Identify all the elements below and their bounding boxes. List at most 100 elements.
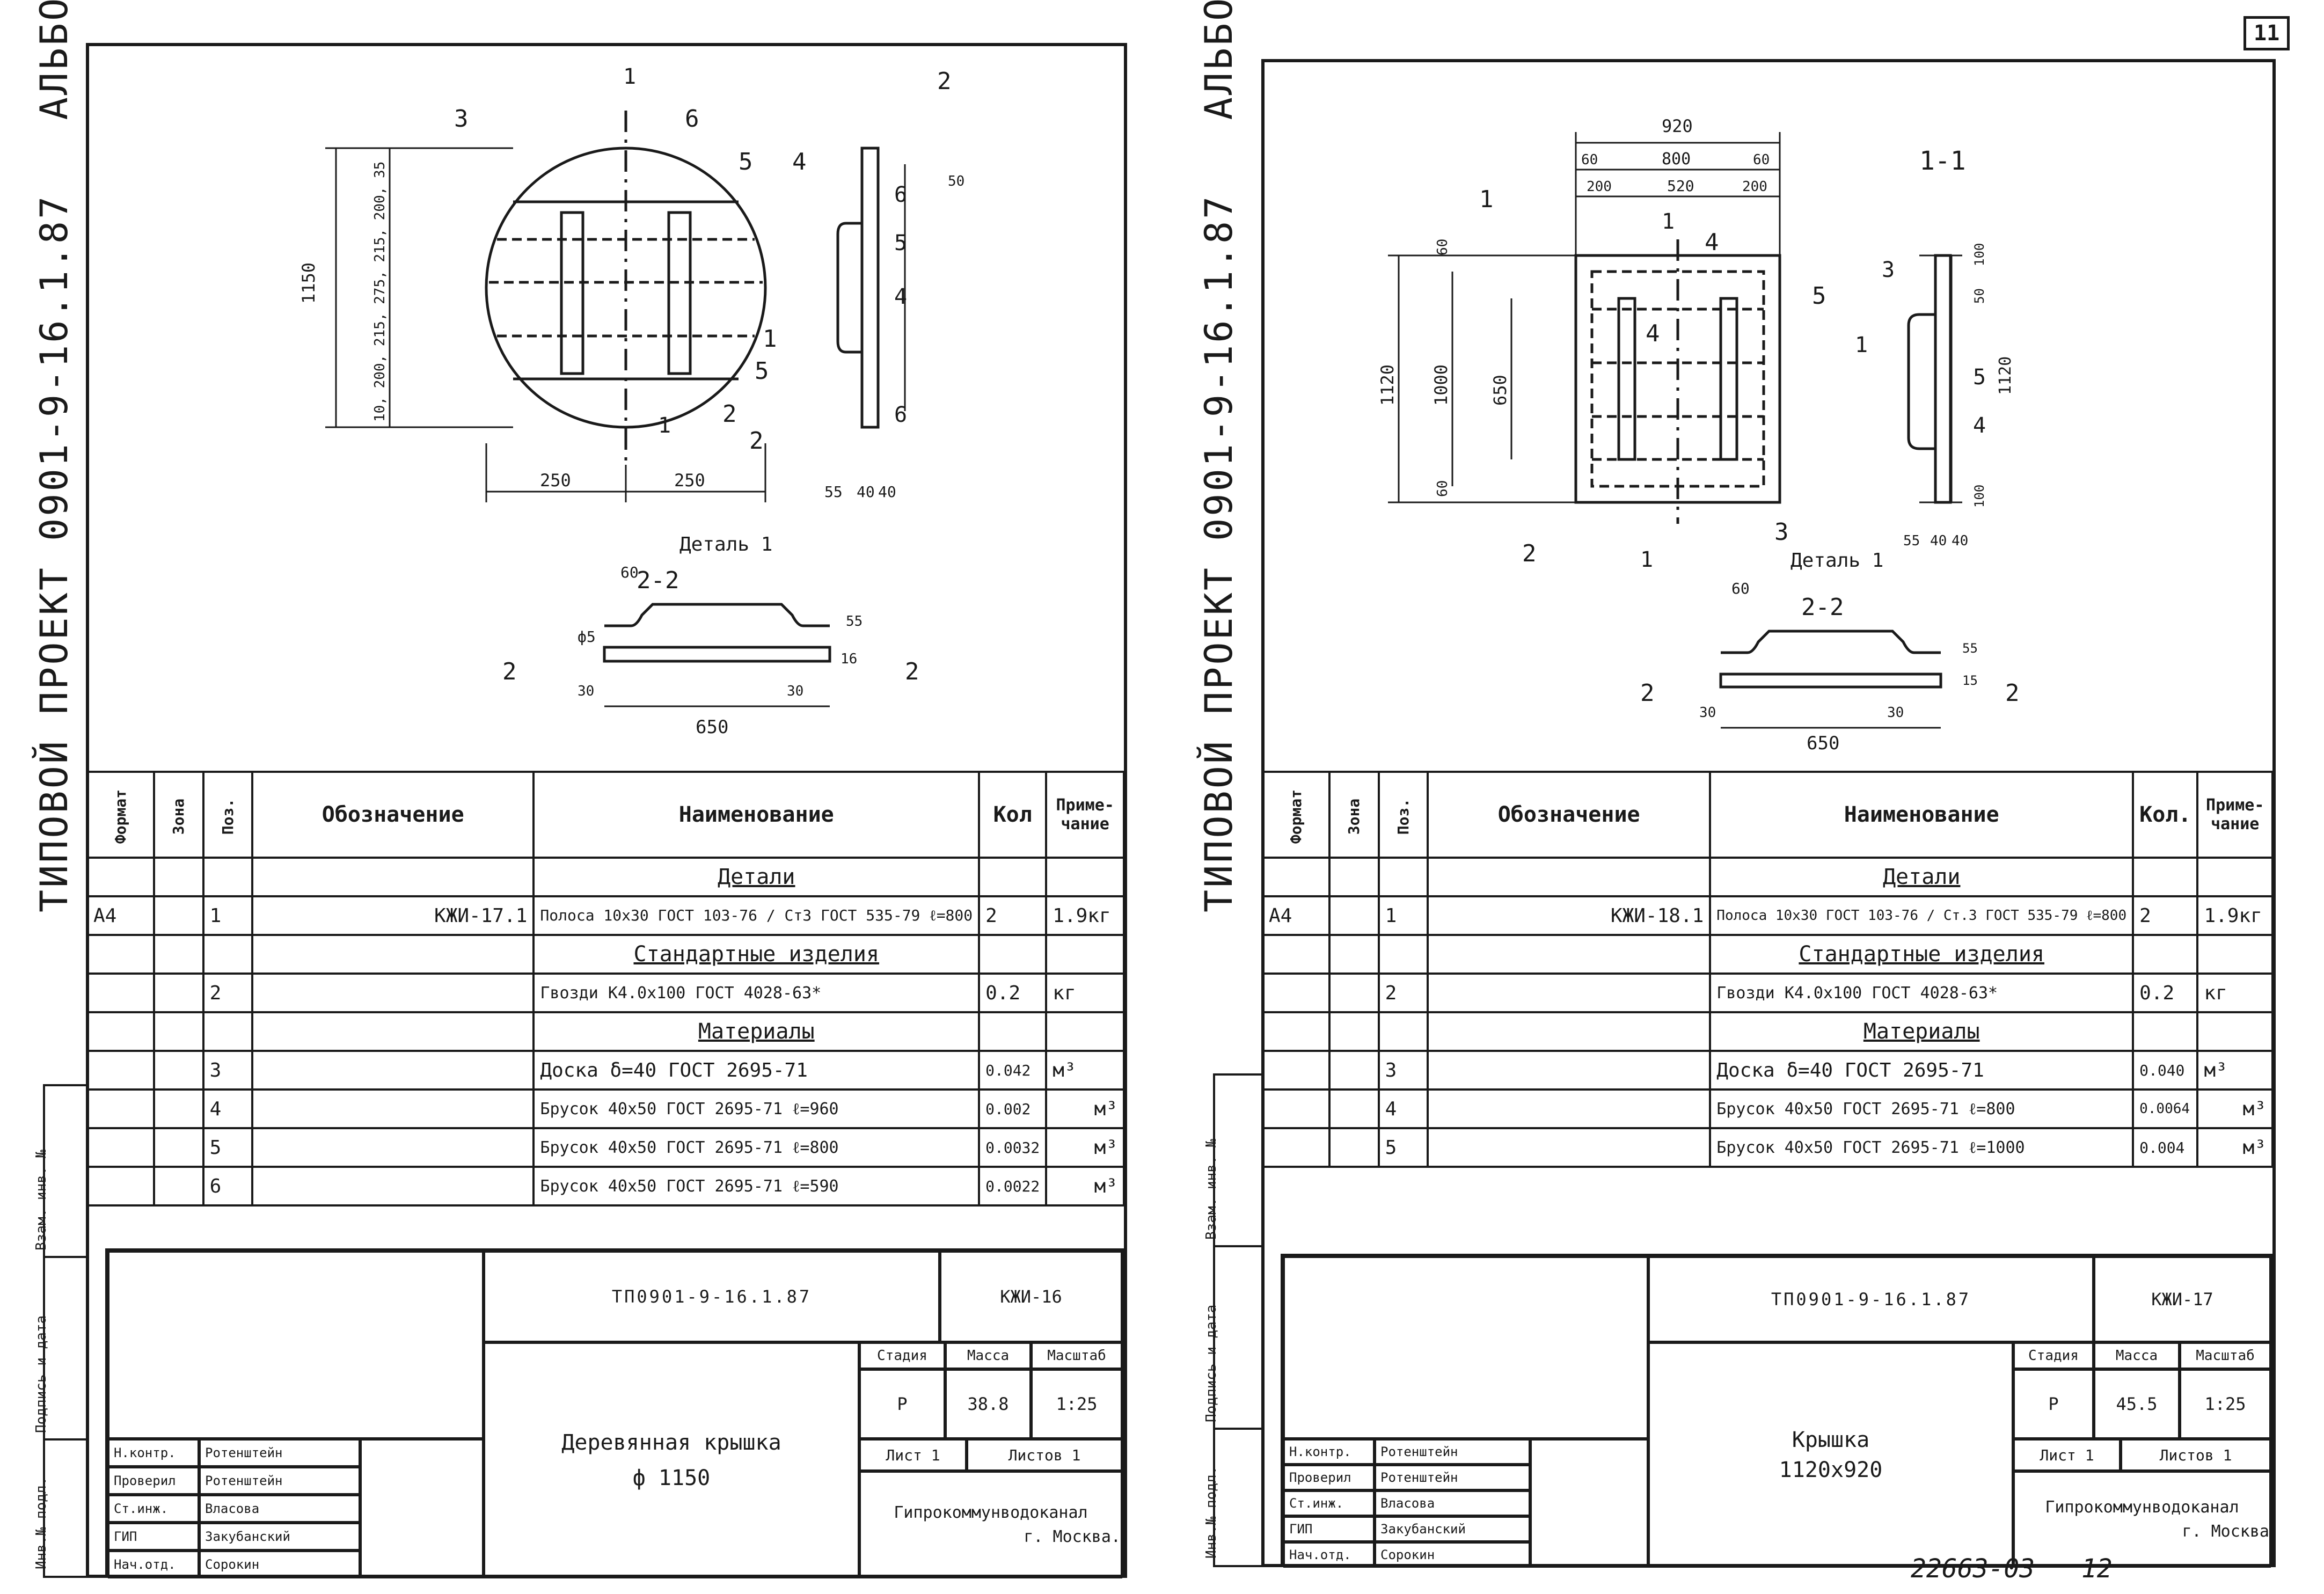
row-qty: 0.0064 [2132, 1088, 2199, 1129]
dim-200b: 200 [1742, 179, 1767, 195]
dim-60-top: 60 [1435, 239, 1451, 255]
table-row: 4 Брусок 40х50 ГОСТ 2695-71 ℓ=960 0.002 … [85, 1088, 1125, 1129]
row-pos: 4 [202, 1088, 254, 1129]
table-row: 2 Гвозди К4.0х100 ГОСТ 4028-63* 0.2 кг [1261, 973, 2274, 1013]
row-qty: 2 [2132, 895, 2199, 936]
tb-role: Н.контр. [1283, 1439, 1375, 1465]
col-pos: Поз. [202, 771, 254, 859]
page-number: 11 [2243, 16, 2290, 50]
drawing-left: 1150 10, 200, 215, 275, 215, 200, 35 250… [298, 64, 964, 738]
tb-empty-grid [108, 1251, 484, 1439]
tb-role: ГИП [108, 1523, 199, 1551]
tb-org-city: г. Москва [2182, 1522, 2269, 1541]
row-note: кг [2196, 973, 2274, 1013]
detail-label: Деталь 1 [679, 533, 772, 555]
dim-200a: 200 [1587, 179, 1612, 195]
side-label-sign: Подпись и дата [1203, 1304, 1219, 1422]
col-qty: Кол [978, 771, 1048, 859]
rect-callout-1: 1 [1479, 186, 1494, 213]
section-mark-top: 1 [623, 64, 636, 89]
album-label: АЛЬБОМ IV [1197, 0, 1241, 120]
tb-scale-label: Масштаб [1031, 1342, 1122, 1369]
tb-item-size: ф 1150 [632, 1466, 711, 1490]
tb-org-name: Гипрокоммунводоканал [894, 1503, 1088, 1522]
tb-person: Закубанский [199, 1523, 360, 1551]
side-field-sign: Подпись и дата [1203, 1247, 1261, 1430]
tb-mass: 45.5 [2094, 1369, 2180, 1439]
col-note: Приме-чание [2196, 771, 2274, 859]
tb-stage: Р [859, 1369, 945, 1439]
tb-role: Н.контр. [108, 1439, 199, 1467]
sheet-left: 1150 10, 200, 215, 275, 215, 200, 35 250… [85, 43, 1127, 1578]
tb-sheet-code: КЖИ-17 [2094, 1256, 2271, 1342]
tb-person: Сорокин [199, 1551, 360, 1578]
tb-sheet-code: КЖИ-16 [940, 1251, 1122, 1342]
section-materials: Материалы [532, 1011, 981, 1052]
row-note: 1.9кг [1045, 895, 1125, 936]
section-details: Детали [1709, 857, 2135, 897]
dim-520: 520 [1667, 177, 1694, 195]
tb-person: Власова [199, 1495, 360, 1523]
side-field-inv: Взам. инв. № [33, 1086, 87, 1258]
col-designation: Обозначение [1427, 771, 1712, 859]
col-qty: Кол. [2132, 771, 2199, 859]
row-name: Брусок 40х50 ГОСТ 2695-71 ℓ=590 [532, 1166, 981, 1207]
side-field-orig: Инв.№ подл. [1203, 1430, 1261, 1564]
detail-mark-2-right: 2 [905, 658, 919, 685]
detail-right-dim-650: 650 [1807, 733, 1839, 754]
tb-role: Нач.отд. [1283, 1542, 1375, 1568]
tb-scale: 1:25 [2180, 1369, 2271, 1439]
tb-role: Ст.инж. [1283, 1490, 1375, 1516]
detail-right-dim-55: 55 [1962, 641, 1978, 656]
side-field-inv: Взам. инв. № [1203, 1076, 1261, 1247]
detail-right-mark-2-left: 2 [1640, 679, 1655, 707]
side-callout-4: 4 [894, 284, 907, 309]
side-right-dim-50: 50 [1972, 288, 1987, 304]
section-title-1-1: 1-1 [1919, 146, 1966, 176]
detail-right-dim-60: 60 [1731, 580, 1750, 597]
callout-4: 4 [792, 148, 807, 176]
tb-sheets: Листов 1 [2121, 1439, 2271, 1471]
side-label-sign: Подпись и дата [33, 1315, 49, 1433]
row-format: А4 [85, 895, 156, 936]
tb-person: Власова [1375, 1490, 1530, 1516]
tb-role: Проверил [108, 1467, 199, 1495]
dim-60a: 60 [1581, 152, 1598, 168]
tb-stage: Р [2013, 1369, 2094, 1439]
rect-callout-3: 3 [1774, 518, 1789, 546]
row-qty: 0.042 [978, 1050, 1048, 1091]
col-zone: Зона [1328, 771, 1380, 859]
tb-org-name: Гипрокоммунводоканал [2045, 1498, 2239, 1517]
table-row: А4 1 КЖИ-17.1 Полоса 10х30 ГОСТ 103-76 /… [85, 895, 1125, 936]
rect-callout-4: 4 [1705, 229, 1719, 256]
side-dim-40a: 40 [857, 483, 875, 501]
side-right-callout-5: 5 [1973, 365, 1986, 390]
row-name: Гвозди К4.0х100 ГОСТ 4028-63* [532, 973, 981, 1013]
tb-signature-area [360, 1439, 484, 1578]
side-callout-6-top: 6 [894, 182, 907, 207]
row-note: м³ [2196, 1088, 2274, 1129]
section-materials: Материалы [1709, 1011, 2135, 1052]
archive-number: 22663-03 12 [1911, 1554, 2113, 1584]
callout-5b: 5 [755, 357, 769, 385]
row-pos: 2 [1377, 973, 1429, 1013]
tb-mass-label: Масса [945, 1342, 1031, 1369]
side-dim-55: 55 [824, 483, 843, 501]
col-pos: Поз. [1377, 771, 1429, 859]
dim-1000: 1000 [1431, 364, 1451, 406]
dim-250-a: 250 [540, 470, 571, 491]
tb-item-title: Крышка [1792, 1428, 1870, 1452]
row-qty: 2 [978, 895, 1048, 936]
foot-dim-40b: 40 [1952, 533, 1968, 549]
detail-bar [603, 603, 831, 707]
row-pos: 4 [1377, 1088, 1429, 1129]
side-field-sign: Подпись и дата [33, 1258, 87, 1441]
detail-bar-right [1719, 630, 1942, 729]
row-note: м³ [1045, 1166, 1125, 1207]
tb-role: Нач.отд. [108, 1551, 199, 1578]
dim-800: 800 [1662, 150, 1691, 169]
album-label: АЛЬБОМ IV [32, 0, 76, 120]
vertical-project-title: ТИПОВОЙ ПРОЕКТ 0901-9-16.1.87 [1197, 194, 1241, 912]
tb-person: Ротенштейн [199, 1467, 360, 1495]
dim-1120: 1120 [1377, 364, 1398, 406]
